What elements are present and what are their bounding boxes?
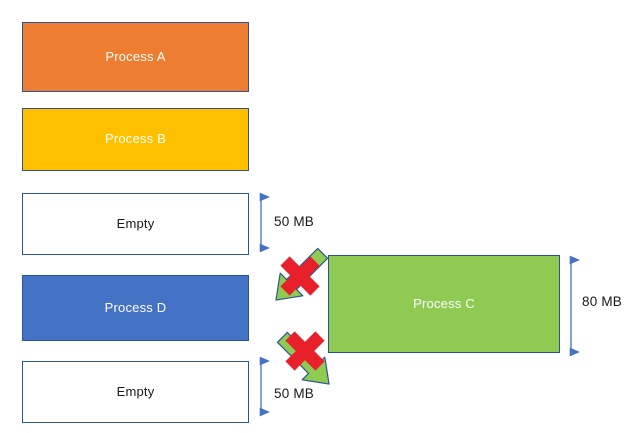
- memory-block-label: Process A: [105, 48, 166, 64]
- dimension-line-empty-top: [259, 192, 271, 253]
- memory-block-process-b: Process B: [22, 108, 249, 171]
- memory-block-label: Process D: [104, 299, 167, 315]
- red-x-icon: [285, 331, 325, 371]
- dimension-label-empty-bottom: 50 MB: [274, 386, 315, 401]
- memory-block-label: Empty: [116, 383, 155, 399]
- memory-block-process-a: Process A: [22, 22, 249, 92]
- memory-block-label: Empty: [116, 215, 155, 231]
- memory-block-empty-bottom: Empty: [22, 361, 249, 423]
- dimension-line-process-c: [569, 255, 581, 357]
- dimension-label-empty-top: 50 MB: [274, 214, 315, 229]
- red-x-icon: [280, 256, 320, 296]
- dimension-line-empty-bottom: [259, 356, 271, 417]
- memory-block-process-d: Process D: [22, 275, 249, 341]
- blocked-move-upper: [275, 247, 329, 301]
- memory-block-process-c: Process C: [328, 255, 560, 353]
- blocked-move-lower: [276, 331, 330, 385]
- dimension-label-process-c: 80 MB: [582, 294, 623, 309]
- memory-block-label: Process B: [104, 131, 167, 147]
- memory-block-empty-top: Empty: [22, 193, 249, 255]
- memory-block-label: Process C: [413, 295, 475, 311]
